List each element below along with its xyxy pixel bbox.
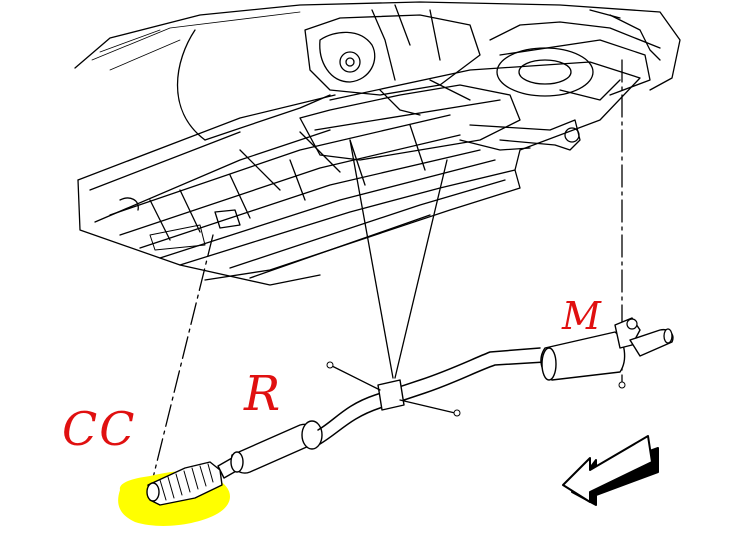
resonator bbox=[230, 420, 323, 474]
label-resonator: R bbox=[244, 366, 283, 422]
front-arrow-icon bbox=[562, 435, 659, 506]
vehicle-underbody bbox=[74, 1, 681, 286]
hanger-clamp bbox=[326, 361, 461, 417]
label-catalytic-converter: CC bbox=[62, 402, 137, 456]
label-muffler: M bbox=[562, 294, 603, 338]
leader-lines bbox=[149, 59, 623, 491]
muffler bbox=[540, 317, 674, 389]
exhaust-system bbox=[146, 317, 674, 506]
catalytic-converter bbox=[146, 461, 223, 506]
